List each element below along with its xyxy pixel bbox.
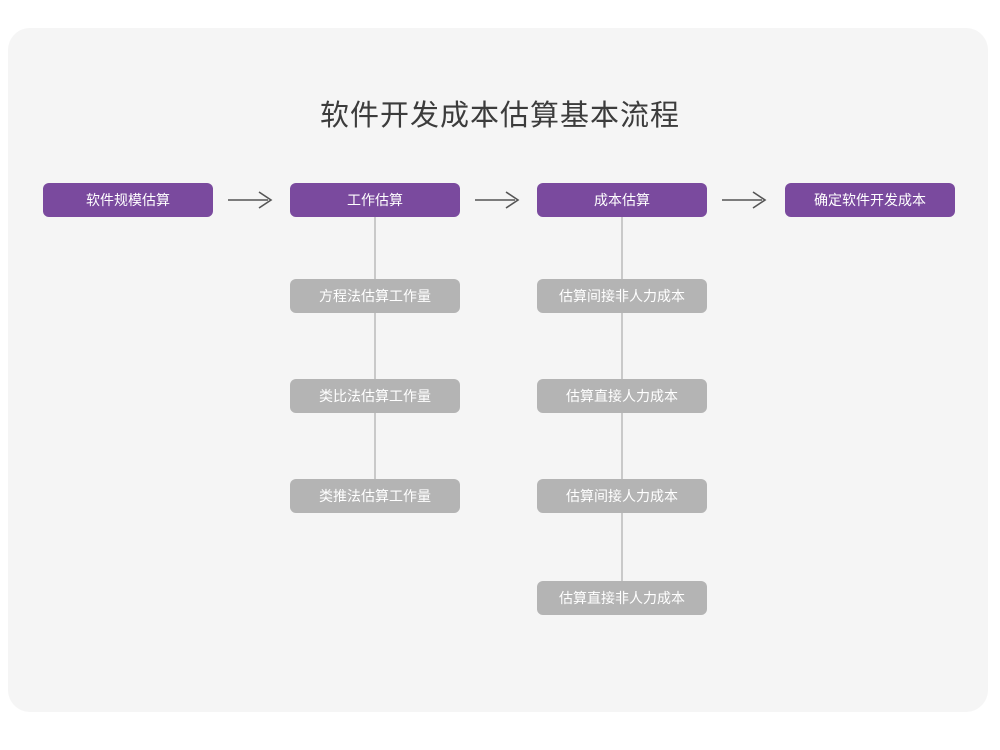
node-indirect-labor-cost[interactable]: 估算间接人力成本 <box>537 479 707 513</box>
node-equation-method-effort[interactable]: 方程法估算工作量 <box>290 279 460 313</box>
content-card <box>8 28 988 712</box>
node-direct-non-labor-cost[interactable]: 估算直接非人力成本 <box>537 581 707 615</box>
node-cost-estimation[interactable]: 成本估算 <box>537 183 707 217</box>
arrow-step-1-to-2 <box>226 186 278 214</box>
page-title: 软件开发成本估算基本流程 <box>319 100 680 132</box>
arrow-step-3-to-4 <box>720 186 772 214</box>
connector-line-work <box>374 216 376 498</box>
node-work-estimation[interactable]: 工作估算 <box>290 183 460 217</box>
node-analogy-method-effort[interactable]: 类比法估算工作量 <box>290 379 460 413</box>
node-determine-development-cost[interactable]: 确定软件开发成本 <box>785 183 955 217</box>
node-analogical-inference-method-effort[interactable]: 类推法估算工作量 <box>290 479 460 513</box>
arrow-step-2-to-3 <box>473 186 525 214</box>
node-software-scale-estimation[interactable]: 软件规模估算 <box>43 183 213 217</box>
node-direct-labor-cost[interactable]: 估算直接人力成本 <box>537 379 707 413</box>
node-indirect-non-labor-cost[interactable]: 估算间接非人力成本 <box>537 279 707 313</box>
